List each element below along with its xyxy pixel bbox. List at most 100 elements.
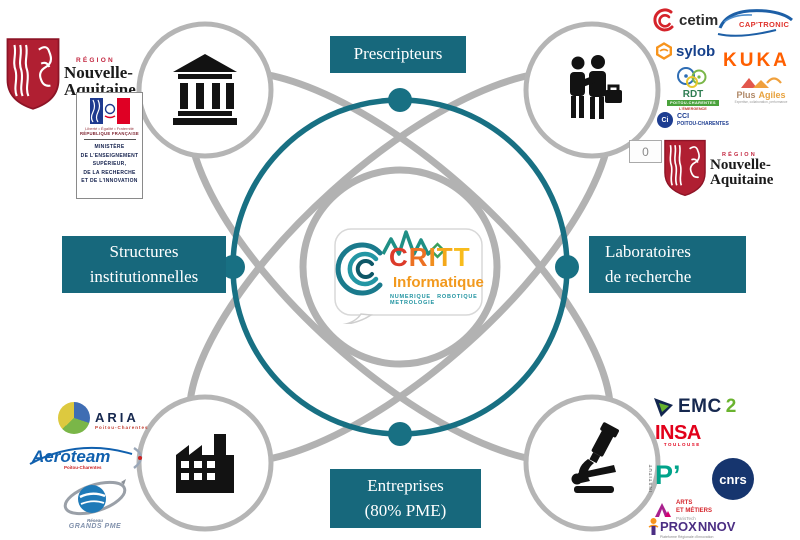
logo-cci-poitou-charentes: Ci CCI POITOU-CHARENTES [657, 112, 729, 128]
emc2-arrow-icon [654, 398, 673, 417]
logo-arts-et-metiers: ARTS ET MÉTIERS ParisTech [654, 500, 712, 521]
aria-region-line: Poitou-Charentes [95, 425, 149, 430]
logo-kuka: KUKA [723, 50, 790, 72]
label-entreprises-80-pme: Entreprises (80% PME) [330, 469, 481, 528]
arts-metiers-wordmark: ET MÉTIERS [676, 507, 713, 514]
arts-metiers-a-icon [655, 503, 671, 518]
kuka-wordmark: KUKA [723, 50, 790, 71]
captronic-wordmark: CAP'TRONIC [739, 20, 790, 29]
broken-image-placeholder: 0 [629, 140, 662, 163]
logo-rdt-poitou-charentes: RDT POITOU-CHARENTES L'ÉMERGENCE [663, 66, 723, 111]
nouvelle-aquitaine-shield-icon [6, 38, 60, 110]
logo-insa-toulouse: INSA TOULOUSE [655, 422, 701, 447]
label-text: institutionnelles [89, 266, 199, 286]
aeroteam-wordmark: Aeroteam [32, 447, 111, 466]
hub-circle [299, 166, 501, 368]
arts-metiers-wordmark: ARTS [676, 500, 693, 506]
label-text: Prescripteurs [353, 44, 443, 64]
aeroteam-region-line: Poitou-Charentes [64, 465, 102, 470]
reseau-name: GRANDS PME [68, 523, 122, 530]
flag-motto: Liberté • Égalité • Fraternité [85, 126, 134, 131]
french-flag-icon [89, 98, 130, 124]
proxinnov-person-icon [648, 518, 659, 535]
label-text: de recherche [605, 266, 692, 286]
logo-captronic: CAP'TRONIC [714, 6, 796, 42]
institut-vertical-label: INSTITUT [648, 463, 653, 492]
ministere-line: MINISTÈRE [94, 144, 125, 150]
rdt-wordmark: RDT [682, 89, 704, 100]
proxinnov-wordmark: PROX [660, 519, 697, 534]
critt-subtitle: Informatique [393, 274, 484, 291]
insa-wordmark: INSA [655, 422, 701, 444]
handshake-icon [570, 55, 622, 119]
critt-zigzag-icon [381, 230, 446, 259]
plus-agiles-wordmark: Plus [736, 90, 756, 100]
rdt-tagline: L'ÉMERGENCE [679, 107, 707, 111]
na-name-line: Aquitaine [710, 172, 774, 188]
na-region-label: RÉGION [76, 56, 115, 64]
insa-city: TOULOUSE [663, 442, 701, 447]
divider [83, 139, 136, 140]
na-name-line: Nouvelle- [64, 62, 133, 82]
globe-orbit-icon [63, 479, 127, 516]
label-prescripteurs: Prescripteurs [330, 36, 466, 73]
aria-wordmark: ARIA [95, 410, 139, 425]
ministere-line: ET DE L'INNOVATION [81, 178, 138, 184]
logo-aeroteam: Aeroteam Poitou-Charentes [28, 446, 166, 474]
microscope-icon [571, 422, 619, 493]
node-dot [388, 88, 412, 112]
sylob-wordmark: sylob [676, 42, 716, 60]
logo-institut-p: INSTITUT P’ [648, 458, 681, 492]
emc2-wordmark: EMC [678, 396, 722, 417]
plus-agiles-peaks-icon [741, 77, 782, 88]
label-text: Entreprises [367, 475, 444, 495]
logo-ministere-enseignement-superieur: Liberté • Égalité • Fraternité RÉPUBLIQU… [76, 92, 143, 199]
bank-icon [173, 54, 237, 125]
arts-metiers-paristech: ParisTech [676, 515, 696, 521]
logo-reseau-pme: Réseau GRANDS PME [56, 476, 134, 530]
logo-cnrs: cnrs [712, 458, 754, 500]
critt-tagline: NUMERIQUE ROBOTIQUE METROLOGIE [390, 294, 478, 306]
na-region-label: RÉGION [722, 152, 757, 158]
logo-cetim: cetim [652, 8, 718, 32]
logo-proxinnov: PROX NNOV Plateforme Régionale d'Innovat… [648, 518, 736, 540]
rdt-circles-icon [677, 67, 707, 88]
ministere-line: DE LA RECHERCHE [83, 169, 136, 176]
logo-aria: ARIA Poitou-Charentes [58, 402, 149, 434]
plus-agiles-wordmark: Agiles [758, 90, 786, 100]
critt-arcs-icon [335, 242, 383, 296]
sylob-hexagon-icon [656, 42, 673, 60]
institut-p-wordmark: P’ [655, 459, 681, 490]
cci-region-line: POITOU-CHARENTES [677, 121, 729, 128]
label-text: Laboratoires [605, 241, 691, 261]
node-dot [221, 255, 245, 279]
captronic-swoosh-icon [717, 9, 793, 37]
cetim-wordmark: cetim [679, 11, 719, 29]
ministere-line: DE L'ENSEIGNEMENT [80, 152, 139, 159]
cetim-swirl-icon [653, 8, 674, 32]
label-text: (80% PME) [364, 500, 447, 520]
nouvelle-aquitaine-shield-icon [664, 139, 706, 197]
aeroteam-swoosh-icon [29, 446, 143, 469]
critt-informatique-logo: CRITT Informatique NUMERIQUE ROBOTIQUE M… [333, 226, 485, 326]
proxinnov-tagline: Plateforme Régionale d'Innovation [660, 535, 714, 539]
rdt-band: POITOU-CHARENTES [667, 100, 719, 106]
logo-emc2: EMC 2 [652, 396, 736, 418]
critt-wordmark: CRITT [389, 242, 471, 272]
na-name-line: Nouvelle- [710, 157, 771, 173]
plus-agiles-tagline: Expertise, collaboration, performance [734, 100, 788, 104]
label-laboratoires-de-recherche: Laboratoires de recherche [589, 236, 746, 293]
ministere-line: SUPÉRIEUR, [92, 161, 127, 167]
cnrs-wordmark: cnrs [719, 471, 747, 487]
label-text: Structures [109, 241, 179, 261]
republique-francaise: RÉPUBLIQUE FRANÇAISE [79, 131, 140, 136]
node-dot [555, 255, 579, 279]
node-dots [221, 88, 579, 446]
logo-region-nouvelle-aquitaine-right: RÉGION Nouvelle- Aquitaine [664, 139, 773, 197]
logo-sylob: sylob [655, 42, 715, 60]
emc2-suffix: 2 [725, 396, 737, 417]
proxinnov-wordmark: NNOV [697, 519, 736, 534]
label-structures-institutionnelles: Structures institutionnelles [62, 236, 226, 293]
